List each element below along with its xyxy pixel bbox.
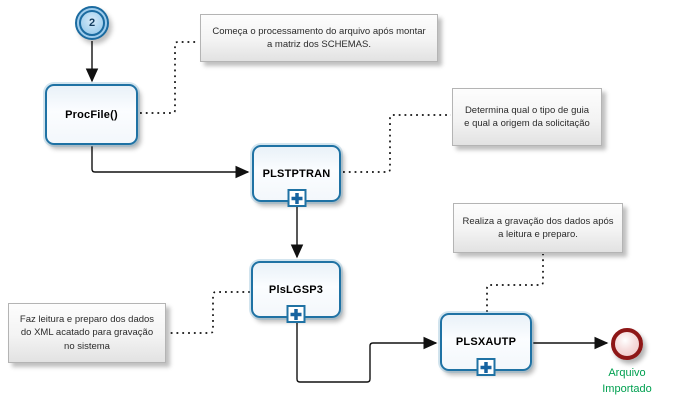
flow-plslgsp3-to-plsxautp — [296, 319, 438, 383]
task-plstptran-label: PLSTPTRAN — [262, 167, 331, 180]
task-plsxautp[interactable]: PLSXAUTP — [440, 313, 532, 376]
flow-procfile-to-plstptran — [91, 146, 250, 179]
end-event-circle — [611, 328, 643, 360]
annotation-schemas-text: Começa o processamento do arquivo após m… — [212, 25, 426, 50]
task-procfile-label: ProcFile() — [65, 108, 118, 121]
assoc-procfile-annotation — [140, 41, 199, 114]
start-event-circle: 2 — [75, 6, 109, 40]
annotation-schemas: Começa o processamento do arquivo após m… — [200, 14, 438, 62]
annotation-guia: Determina qual o tipo de guia e qual a o… — [452, 88, 602, 146]
assoc-plsxautp-annotation — [486, 254, 544, 312]
subprocess-plus-icon[interactable] — [286, 305, 306, 323]
subprocess-plus-icon[interactable] — [476, 358, 496, 376]
assoc-plstptran-annotation — [343, 114, 451, 173]
task-plsxautp-label: PLSXAUTP — [455, 336, 517, 348]
task-plslgsp3[interactable]: PlsLGSP3 — [251, 261, 341, 323]
subprocess-plus-icon[interactable] — [287, 189, 306, 207]
end-event-label: Arquivo Importado — [602, 367, 652, 395]
annotation-guia-text: Determina qual o tipo de guia e qual a o… — [464, 104, 590, 129]
task-plslgsp3-label: PlsLGSP3 — [268, 283, 324, 296]
start-event-number: 2 — [79, 10, 105, 36]
task-plstptran[interactable]: PLSTPTRAN — [252, 145, 341, 207]
assoc-plslgsp3-annotation — [167, 291, 250, 334]
annotation-gravacao-text: Realiza a gravação dos dados após a leit… — [462, 215, 614, 240]
annotation-leitura-text: Faz leitura e preparo dos dados do XML a… — [19, 313, 155, 352]
task-procfile[interactable]: ProcFile() — [45, 84, 138, 145]
annotation-leitura: Faz leitura e preparo dos dados do XML a… — [8, 303, 166, 363]
annotation-gravacao: Realiza a gravação dos dados após a leit… — [453, 203, 623, 253]
